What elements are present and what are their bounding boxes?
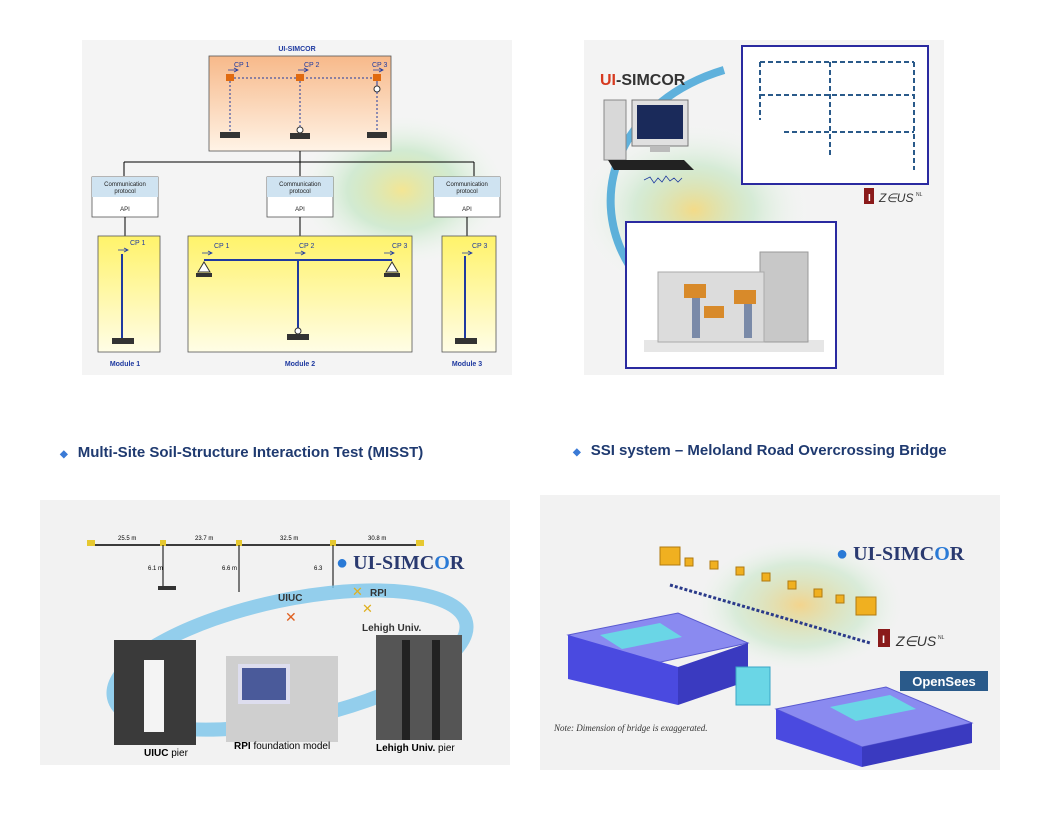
svg-text:I: I <box>882 634 885 646</box>
svg-text:OpenSees: OpenSees <box>912 674 976 689</box>
misst-panel: 25.5 m 23.7 m 32.5 m 30.8 m 6.1 m 6.6 m … <box>40 500 510 765</box>
svg-text:API: API <box>462 207 472 213</box>
svg-text:25.5 m: 25.5 m <box>118 536 136 542</box>
comm-box-3: Communication protocol API <box>433 176 501 218</box>
bullet-diamond-icon: ◆ <box>573 447 581 458</box>
svg-text:23.7 m: 23.7 m <box>195 536 213 542</box>
svg-text:32.5 m: 32.5 m <box>280 536 298 542</box>
svg-text:protocol: protocol <box>114 189 135 195</box>
site-lehigh: Lehigh Univ. <box>362 623 421 634</box>
cp2-node <box>296 74 304 81</box>
svg-text:CP 3: CP 3 <box>392 243 408 250</box>
svg-text:30.8 m: 30.8 m <box>368 536 386 542</box>
globe-icon: ● <box>336 552 349 574</box>
frame-model-box <box>741 45 929 185</box>
cp3-node <box>373 74 381 81</box>
reaction-wall-illustration <box>644 251 824 352</box>
ground-3 <box>367 132 387 138</box>
site-uiuc: UIUC <box>278 593 302 604</box>
rpi-star-icon: ✕ <box>352 584 363 599</box>
comm-box-1: Communication protocol API <box>91 176 159 218</box>
site-rpi: RPI <box>370 588 387 599</box>
svg-text:Communication: Communication <box>104 182 146 188</box>
zeus-text: Z∈US <box>895 633 937 649</box>
svg-text:API: API <box>120 207 130 213</box>
module-3-label: Module 3 <box>452 361 482 368</box>
ssi-simcor-logo: ● UI-SIMCOR <box>836 543 965 565</box>
ssi-illustration: I Z∈US NL OpenSees <box>540 495 1000 770</box>
svg-text:protocol: protocol <box>456 189 477 195</box>
opensees-badge <box>900 671 988 691</box>
svg-text:CP 1: CP 1 <box>214 243 230 250</box>
ssi-panel: I Z∈US NL OpenSees ● UI-SIMCOR Note: Dim… <box>540 495 1000 770</box>
globe-icon: ● <box>836 543 849 565</box>
misst-simcor-logo: ● UI-SIMCOR <box>336 552 465 574</box>
bullet-misst: ◆Multi-Site Soil-Structure Interaction T… <box>60 444 424 461</box>
bullet-ssi: ◆SSI system – Meloland Road Overcrossing… <box>573 442 947 459</box>
svg-text:CP 2: CP 2 <box>299 243 315 250</box>
svg-text:CP 2: CP 2 <box>304 62 320 69</box>
svg-text:Communication: Communication <box>446 182 488 188</box>
misst-illustration: 25.5 m 23.7 m 32.5 m 30.8 m 6.1 m 6.6 m … <box>40 500 510 765</box>
svg-text:CP 3: CP 3 <box>372 62 388 69</box>
computer-icon <box>603 99 694 170</box>
lehigh-star-icon: ✕ <box>362 601 373 616</box>
svg-text:6.3: 6.3 <box>314 566 323 572</box>
svg-text:Communication: Communication <box>279 182 321 188</box>
svg-text:NL: NL <box>938 635 945 641</box>
simcor-schematic-panel: UI-SIMCOR CP 1 CP 2 CP 3 Communicati <box>82 40 512 375</box>
schematic-diagram: UI-SIMCOR CP 1 CP 2 CP 3 Communicati <box>82 40 512 375</box>
ground-2 <box>290 133 310 139</box>
simcor-zeus-panel: I Z∈US NL UI-SIMCOR <box>584 40 944 375</box>
caption-uiuc: UIUC pier <box>144 748 188 759</box>
module-2-label: Module 2 <box>285 361 315 368</box>
cp1-node <box>226 74 234 81</box>
ssi-note: Note: Dimension of bridge is exaggerated… <box>554 723 708 733</box>
lehigh-pier-photo <box>376 635 462 740</box>
o-ring-icon: O <box>434 552 450 574</box>
module-1-label: Module 1 <box>110 361 140 368</box>
caption-rpi: RPI foundation model <box>234 741 331 752</box>
svg-text:NL: NL <box>916 192 923 198</box>
zeus-logo: I <box>864 188 874 204</box>
svg-text:6.1 m: 6.1 m <box>148 566 163 572</box>
svg-text:CP 1: CP 1 <box>130 240 146 247</box>
caption-lehigh: Lehigh Univ. pier <box>376 743 455 754</box>
svg-text:CP 3: CP 3 <box>472 243 488 250</box>
comm-box-2: Communication protocol API <box>266 176 334 218</box>
svg-text:6.6 m: 6.6 m <box>222 566 237 572</box>
svg-text:CP 1: CP 1 <box>234 62 250 69</box>
simcor-zeus-illustration: I Z∈US NL <box>584 40 944 375</box>
zeus-logo <box>878 629 890 647</box>
svg-text:I: I <box>868 193 871 204</box>
module-1-box <box>97 235 161 353</box>
bullet-diamond-icon: ◆ <box>60 449 68 460</box>
zeus-text: Z∈US <box>878 191 913 205</box>
ground-1 <box>220 132 240 138</box>
o-ring-icon: O <box>934 543 950 565</box>
simcor-title: UI-SIMCOR <box>278 46 315 53</box>
uiuc-star-icon: ✕ <box>285 609 297 625</box>
svg-text:API: API <box>295 207 305 213</box>
module-3-box <box>441 235 497 353</box>
svg-text:protocol: protocol <box>289 189 310 195</box>
simcor-logo: UI-SIMCOR <box>600 72 686 89</box>
